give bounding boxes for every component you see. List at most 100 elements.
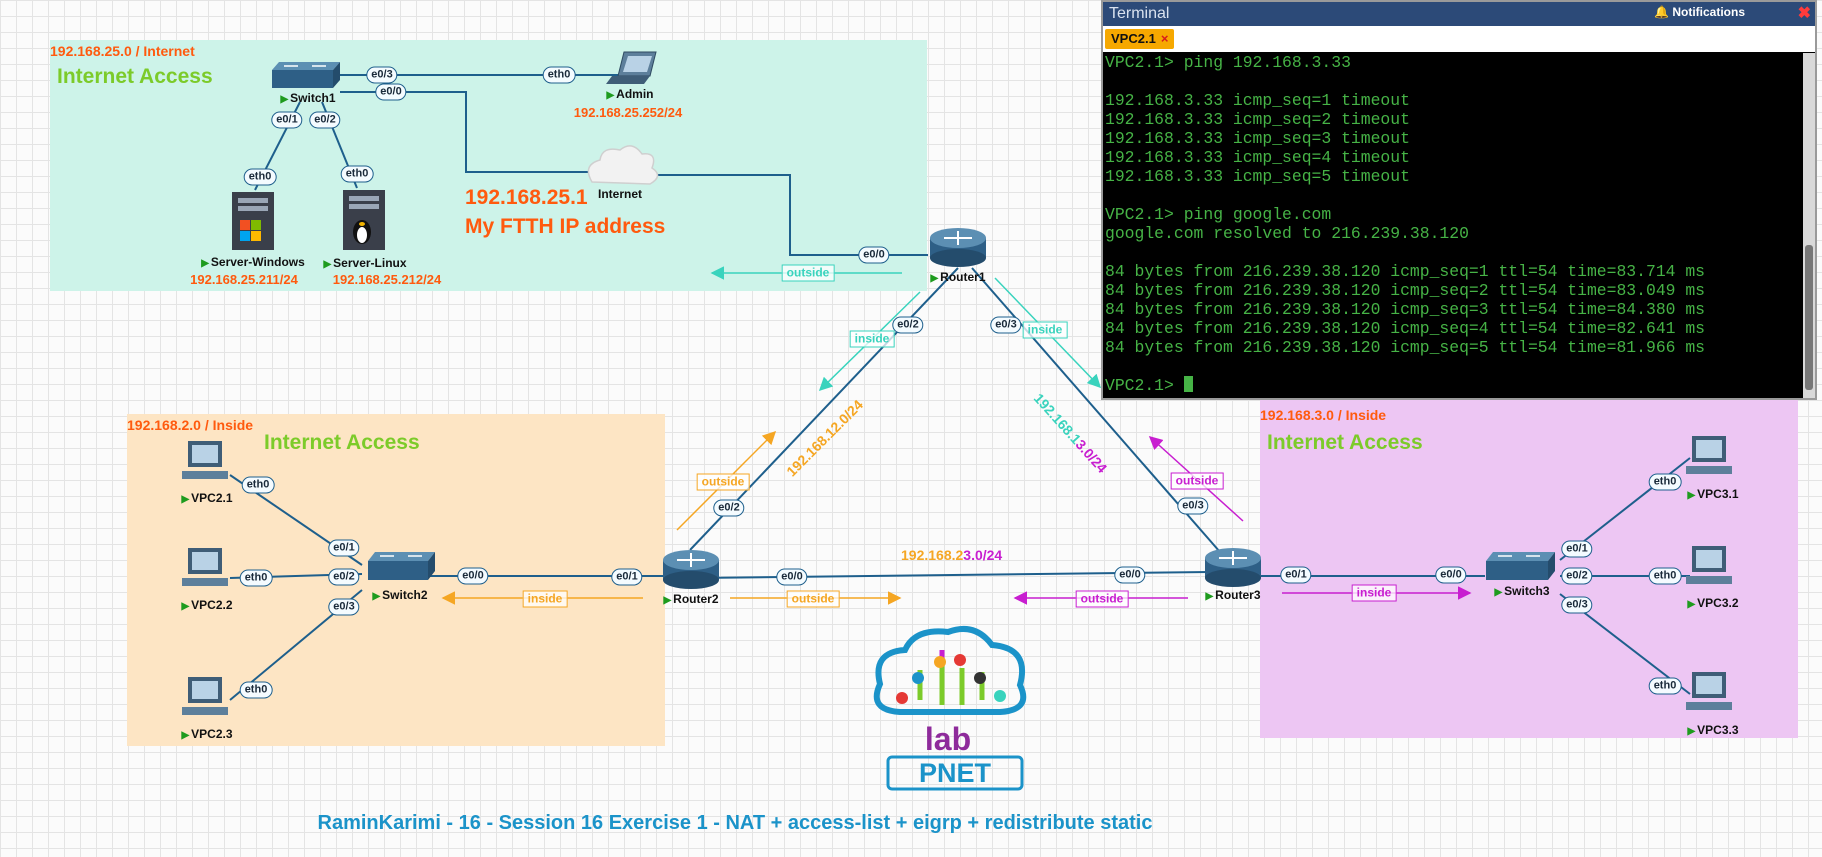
port-v21-eth0: eth0 — [241, 476, 275, 494]
port-sw1-e02: e0/2 — [309, 111, 341, 129]
terminal-line: 192.168.3.33 icmp_seq=4 timeout — [1105, 148, 1410, 167]
terminal-scrollbar[interactable] — [1803, 53, 1815, 398]
terminal-line: 192.168.3.33 icmp_seq=1 timeout — [1105, 91, 1410, 110]
port-r3-e01: e0/1 — [1280, 566, 1312, 584]
vpc33-label: ▶VPC3.3 — [1687, 723, 1739, 737]
terminal-line: VPC2.1> ping google.com — [1105, 205, 1332, 224]
vpc23-icon[interactable] — [182, 677, 228, 715]
terminal-line: VPC2.1> — [1105, 376, 1805, 395]
router3-label: ▶Router3 — [1205, 588, 1261, 602]
router2-label: ▶Router2 — [663, 592, 719, 606]
port-v31-eth0: eth0 — [1648, 473, 1682, 491]
terminal-titlebar[interactable]: Terminal 🔔 Notifications ✖ — [1103, 2, 1815, 26]
port-r2-e01: e0/1 — [611, 568, 643, 586]
nat-inside-r3: inside — [1351, 584, 1397, 602]
pnet-logo-text: PNET — [918, 758, 991, 788]
vpc22-label: ▶VPC2.2 — [181, 598, 233, 612]
nat-inside-r1-right: inside — [1022, 321, 1068, 339]
switch3-icon[interactable] — [1486, 552, 1555, 580]
zone-internet — [50, 40, 927, 291]
terminal-line: 84 bytes from 216.239.38.120 icmp_seq=1 … — [1105, 262, 1705, 281]
zone-vpc2-title: 192.168.2.0 / Inside — [127, 417, 254, 433]
zone-internet-title: 192.168.25.0 / Internet — [50, 43, 195, 59]
terminal-line — [1105, 357, 1805, 376]
port-v22-eth0: eth0 — [239, 569, 273, 587]
port-r1-e00: e0/0 — [858, 246, 890, 264]
terminal-output[interactable]: VPC2.1> ping 192.168.3.33 192.168.3.33 ic… — [1103, 53, 1805, 398]
port-r2-e00: e0/0 — [776, 568, 808, 586]
vpc31-icon[interactable] — [1686, 436, 1732, 474]
switch1-icon[interactable] — [272, 62, 340, 88]
port-v32-eth0: eth0 — [1648, 567, 1682, 585]
zone-vpc3-access: Internet Access — [1267, 431, 1423, 454]
close-icon[interactable]: ✖ — [1797, 5, 1811, 22]
router2-icon[interactable] — [663, 550, 719, 589]
server-linux-ip: 192.168.25.212/24 — [332, 272, 442, 287]
vpc31-label: ▶VPC3.1 — [1687, 487, 1739, 501]
port-sw3-e01: e0/1 — [1561, 540, 1593, 558]
port-r2-e02: e0/2 — [713, 499, 745, 517]
nat-outside-r3-left: outside — [1075, 590, 1129, 608]
tab-vpc21[interactable]: VPC2.1× — [1105, 29, 1175, 49]
terminal-cursor — [1183, 376, 1193, 392]
admin-laptop-icon[interactable] — [606, 51, 657, 84]
terminal-line: google.com resolved to 216.239.38.120 — [1105, 224, 1469, 243]
internet-cloud-icon[interactable] — [587, 145, 659, 185]
nat-outside-r2-right: outside — [786, 590, 840, 608]
router1-icon[interactable] — [930, 228, 986, 267]
port-sw3-e03: e0/3 — [1561, 596, 1593, 614]
terminal-line — [1105, 72, 1805, 91]
nat-inside-r1-left: inside — [849, 330, 895, 348]
network-r2-r3: 192.168.23.0/24 — [901, 547, 1003, 563]
vpc21-icon[interactable] — [182, 441, 228, 479]
switch1-label: ▶Switch1 — [280, 91, 336, 105]
switch3-label: ▶Switch3 — [1494, 584, 1550, 598]
tab-close-icon[interactable]: × — [1160, 31, 1169, 46]
server-windows-label: ▶Server-Windows — [201, 255, 305, 269]
terminal-line — [1105, 186, 1805, 205]
vpc32-icon[interactable] — [1686, 546, 1732, 584]
port-lin-eth0: eth0 — [340, 165, 374, 183]
port-sw2-e00: e0/0 — [457, 567, 489, 585]
terminal-line: 192.168.3.33 icmp_seq=3 timeout — [1105, 129, 1410, 148]
port-admin-eth0: eth0 — [542, 66, 576, 84]
link-switch1-internet — [340, 91, 600, 173]
diagram-footer-title: RaminKarimi - 16 - Session 16 Exercise 1… — [317, 812, 1153, 834]
server-windows-ip: 192.168.25.211/24 — [190, 272, 298, 287]
port-v33-eth0: eth0 — [1648, 677, 1682, 695]
port-sw2-e03: e0/3 — [328, 598, 360, 616]
terminal-line — [1105, 243, 1805, 262]
port-r3-e03: e0/3 — [1177, 497, 1209, 515]
zone-internet-access: Internet Access — [57, 65, 213, 88]
port-r1-e02: e0/2 — [892, 316, 924, 334]
vpc21-label: ▶VPC2.1 — [181, 491, 233, 505]
port-r3-e00: e0/0 — [1114, 566, 1146, 584]
admin-ip: 192.168.25.252/24 — [573, 105, 683, 120]
vpc22-icon[interactable] — [182, 548, 228, 586]
port-win-eth0: eth0 — [243, 168, 277, 186]
terminal-line: 84 bytes from 216.239.38.120 icmp_seq=2 … — [1105, 281, 1705, 300]
notifications-button[interactable]: 🔔 Notifications — [1654, 5, 1745, 19]
vpc32-label: ▶VPC3.2 — [1687, 596, 1739, 610]
port-sw1-e03: e0/3 — [366, 66, 398, 84]
server-windows-icon[interactable] — [232, 192, 274, 250]
svg-text:lab: lab — [925, 721, 971, 757]
switch2-icon[interactable] — [368, 552, 435, 580]
vpc33-icon[interactable] — [1686, 672, 1732, 710]
scrollbar-thumb[interactable] — [1805, 245, 1813, 390]
terminal-tabbar: VPC2.1× — [1103, 26, 1815, 52]
server-linux-icon[interactable] — [343, 190, 385, 250]
switch2-label: ▶Switch2 — [372, 588, 428, 602]
router1-label: ▶Router1 — [930, 270, 986, 284]
nat-outside-r1: outside — [781, 264, 835, 282]
port-sw1-e01: e0/1 — [271, 111, 303, 129]
nat-outside-r2-up: outside — [696, 473, 750, 491]
router3-icon[interactable] — [1205, 548, 1261, 587]
terminal-window[interactable]: Terminal 🔔 Notifications ✖ VPC2.1× VPC2.… — [1101, 0, 1817, 400]
server-linux-label: ▶Server-Linux — [323, 256, 407, 270]
nat-outside-r3-up: outside — [1170, 472, 1224, 490]
terminal-line: VPC2.1> ping 192.168.3.33 — [1105, 53, 1351, 72]
port-sw2-e01: e0/1 — [328, 539, 360, 557]
port-r1-e03: e0/3 — [990, 316, 1022, 334]
